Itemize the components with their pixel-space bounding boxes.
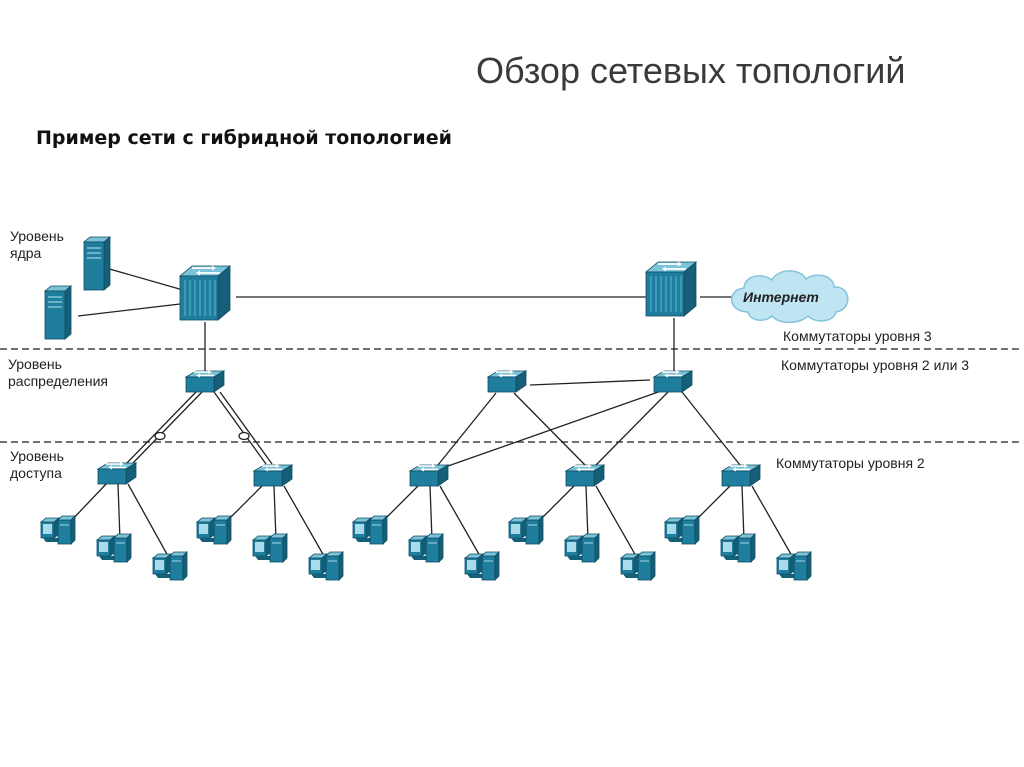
link-dist3-acc3 [447, 389, 665, 467]
internet-label: Интернет [743, 289, 819, 305]
link-dist2-acc4 [513, 392, 586, 466]
link-dist1-acc2-b [219, 391, 273, 465]
link-aggregation-marker [238, 431, 250, 441]
link-dist1-acc1-b [131, 391, 203, 465]
link-dist2-acc3 [437, 392, 497, 466]
diagram-subtitle: Пример сети с гибридной топологией [36, 127, 452, 149]
annotation-l2-switches: Коммутаторы уровня 2 [776, 455, 925, 471]
slide-title: Обзор сетевых топологий [476, 50, 906, 91]
switch-icon[interactable] [487, 369, 527, 393]
workstation-icon[interactable] [664, 515, 700, 545]
switch-icon[interactable] [253, 463, 293, 487]
cloud-icon[interactable]: Интернет [731, 270, 849, 324]
workstation-icon[interactable] [564, 533, 600, 563]
link-dist3-acc5 [681, 391, 741, 466]
link-aggregation-marker [154, 431, 166, 441]
link-server2-core [77, 303, 181, 317]
annotation-l3-switches: Коммутаторы уровня 3 [783, 328, 932, 344]
link-server1-core [105, 267, 191, 293]
workstation-icon[interactable] [308, 551, 344, 581]
link-dist1-acc2-a [213, 391, 267, 465]
annotation-l2-or-l3-switches: Коммутаторы уровня 2 или 3 [781, 357, 969, 373]
workstation-icon[interactable] [464, 551, 500, 581]
link-dist2-dist3 [529, 379, 651, 386]
workstation-icon[interactable] [776, 551, 812, 581]
workstation-icon[interactable] [196, 515, 232, 545]
workstation-icon[interactable] [152, 551, 188, 581]
workstation-icon[interactable] [720, 533, 756, 563]
switch-icon[interactable] [185, 369, 225, 393]
workstation-icon[interactable] [40, 515, 76, 545]
link-dist3-acc4 [595, 391, 669, 466]
link-dist1-acc1-a [125, 391, 197, 465]
switch-icon[interactable] [97, 461, 137, 485]
server-icon[interactable] [83, 236, 111, 291]
connection-lines [69, 267, 793, 557]
workstation-icon[interactable] [352, 515, 388, 545]
workstation-icon[interactable] [96, 533, 132, 563]
core-switch-icon[interactable] [645, 260, 697, 317]
workstation-icon[interactable] [408, 533, 444, 563]
workstation-icon[interactable] [508, 515, 544, 545]
switch-icon[interactable] [653, 369, 693, 393]
server-icon[interactable] [44, 285, 72, 340]
switch-icon[interactable] [565, 463, 605, 487]
switch-icon[interactable] [721, 463, 761, 487]
core-switch-icon[interactable] [179, 264, 231, 321]
workstation-icon[interactable] [252, 533, 288, 563]
workstations [40, 515, 812, 581]
switch-icon[interactable] [409, 463, 449, 487]
workstation-icon[interactable] [620, 551, 656, 581]
